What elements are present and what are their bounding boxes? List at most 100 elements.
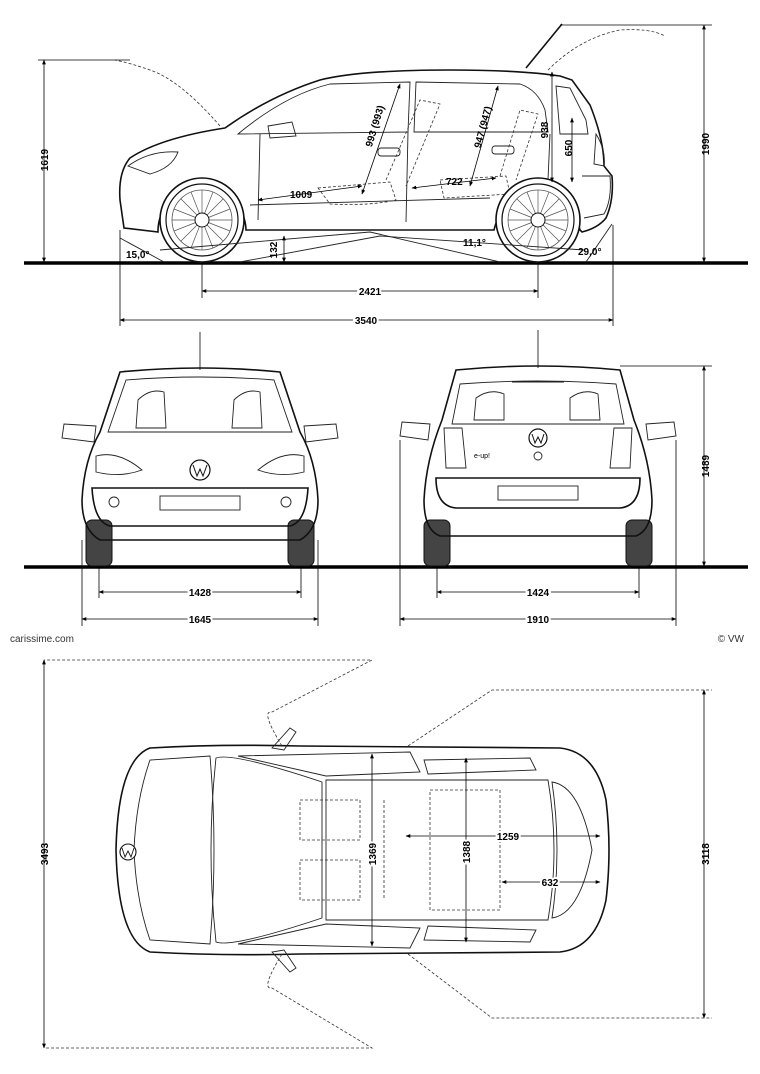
side-rear-wheel — [495, 177, 581, 263]
rear-seat-left — [473, 391, 505, 421]
front-seat-left — [135, 390, 167, 429]
label-height: 1619 — [40, 148, 51, 171]
side-rear-handle — [491, 145, 515, 155]
front-left-foglight — [108, 496, 120, 508]
side-open-hood-arc — [114, 59, 221, 127]
rear-right-mirror — [645, 421, 677, 441]
top-lower-door-windows — [237, 923, 537, 949]
side-mirror — [267, 121, 297, 139]
rear-body-outline — [423, 365, 653, 537]
side-rear-seat — [439, 109, 539, 199]
rear-right-tire — [625, 519, 653, 567]
label-sill-height: 650 — [564, 139, 575, 156]
front-left-mirror — [61, 423, 97, 443]
side-headlight — [127, 151, 179, 175]
top-hood — [133, 755, 215, 945]
ramp-angle-line-2 — [239, 235, 585, 263]
front-plate — [159, 495, 241, 511]
top-open-door-upper — [44, 659, 373, 747]
label-rear-height: 1489 — [701, 454, 712, 477]
label-front-headroom: 993 (993) — [364, 104, 387, 148]
top-windshield — [210, 756, 323, 944]
rear-left-taillight — [443, 427, 467, 469]
rear-vw-logo-icon — [528, 428, 548, 448]
side-quarter-window — [555, 85, 589, 135]
top-lower-mirror — [271, 949, 297, 973]
top-rear-window — [551, 781, 593, 919]
label-rear-interior-width: 1388 — [462, 840, 473, 863]
rear-left-mirror — [399, 421, 431, 441]
label-front-track: 1428 — [189, 588, 212, 599]
dim-line-rear-headroom — [469, 85, 499, 187]
label-front-legroom: 1009 — [290, 190, 313, 201]
side-view: 1619 1990 2421 3540 132 15,0° 29,0° 11,1… — [24, 23, 748, 329]
front-seat-right — [231, 390, 263, 429]
side-open-tailgate — [525, 23, 563, 69]
front-right-headlight — [257, 454, 305, 475]
front-left-headlight — [95, 454, 143, 475]
side-taillight — [593, 132, 605, 167]
side-front-window — [236, 81, 411, 135]
label-wheelbase: 2421 — [359, 287, 382, 298]
front-vw-logo-icon — [189, 459, 211, 481]
rear-plate — [497, 485, 579, 501]
rear-charge-icon — [533, 451, 543, 461]
label-front-interior-width: 1369 — [368, 842, 379, 865]
side-front-seat — [317, 99, 441, 205]
label-interior-length: 1259 — [497, 832, 520, 843]
label-length: 3540 — [355, 316, 378, 327]
label-departure-angle: 29,0° — [578, 247, 601, 258]
front-body-outline — [81, 367, 319, 541]
top-upper-door-windows — [237, 751, 537, 777]
approach-angle-line — [119, 237, 165, 263]
label-top-length-tailgate: 3118 — [701, 843, 712, 865]
credit-left: carissime.com — [10, 634, 74, 645]
label-rear-track: 1424 — [527, 588, 550, 599]
dim-line-front-headroom — [361, 83, 401, 195]
front-view: 1428 1645 — [24, 332, 748, 628]
rear-seat-right — [569, 391, 601, 421]
rear-left-tire — [423, 519, 451, 567]
top-open-tailgate-lower — [407, 953, 712, 1019]
label-height-tailgate: 1990 — [701, 132, 712, 155]
rear-bumper — [435, 477, 641, 509]
front-windshield — [107, 376, 293, 433]
top-open-tailgate-upper — [407, 689, 712, 747]
front-right-foglight — [280, 496, 292, 508]
dim-line-front-legroom — [257, 184, 363, 202]
rear-right-taillight — [609, 427, 633, 469]
top-roof — [325, 779, 555, 921]
top-open-door-lower — [44, 953, 374, 1049]
side-door-lines — [257, 131, 551, 223]
credit-right: © VW — [718, 634, 745, 645]
ramp-angle-line — [159, 231, 501, 263]
rear-view: e-up! 1424 1910 1489 — [399, 330, 712, 628]
label-trunk-length: 632 — [542, 878, 559, 889]
front-right-tire — [287, 519, 315, 567]
departure-angle-line — [585, 223, 613, 263]
label-approach-angle: 15,0° — [126, 250, 149, 261]
label-tailgate-opening: 938 — [540, 121, 551, 138]
top-body-outline — [115, 744, 610, 956]
label-rear-headroom: 947 (947) — [473, 105, 495, 149]
side-open-tailgate-arc — [547, 29, 666, 71]
label-ramp-angle: 11,1° — [463, 238, 486, 249]
top-vw-logo-icon — [119, 843, 137, 861]
side-rear-bumper — [582, 175, 611, 219]
top-upper-mirror — [271, 727, 297, 751]
front-lower-grille — [91, 487, 309, 527]
label-rear-width: 1910 — [527, 615, 550, 626]
side-rear-window — [413, 81, 549, 133]
front-left-tire — [85, 519, 113, 567]
rear-badge: e-up! — [474, 453, 490, 460]
side-sill-line — [249, 197, 491, 206]
rear-window — [451, 380, 625, 425]
label-clearance: 132 — [269, 241, 280, 258]
label-rear-legroom: 722 — [446, 177, 463, 188]
top-view: 3493 3118 1369 1388 1259 632 — [40, 659, 712, 1049]
label-front-width: 1645 — [189, 615, 212, 626]
front-right-mirror — [303, 423, 339, 443]
label-top-length-doors: 3493 — [40, 842, 51, 865]
top-seats — [299, 789, 501, 911]
